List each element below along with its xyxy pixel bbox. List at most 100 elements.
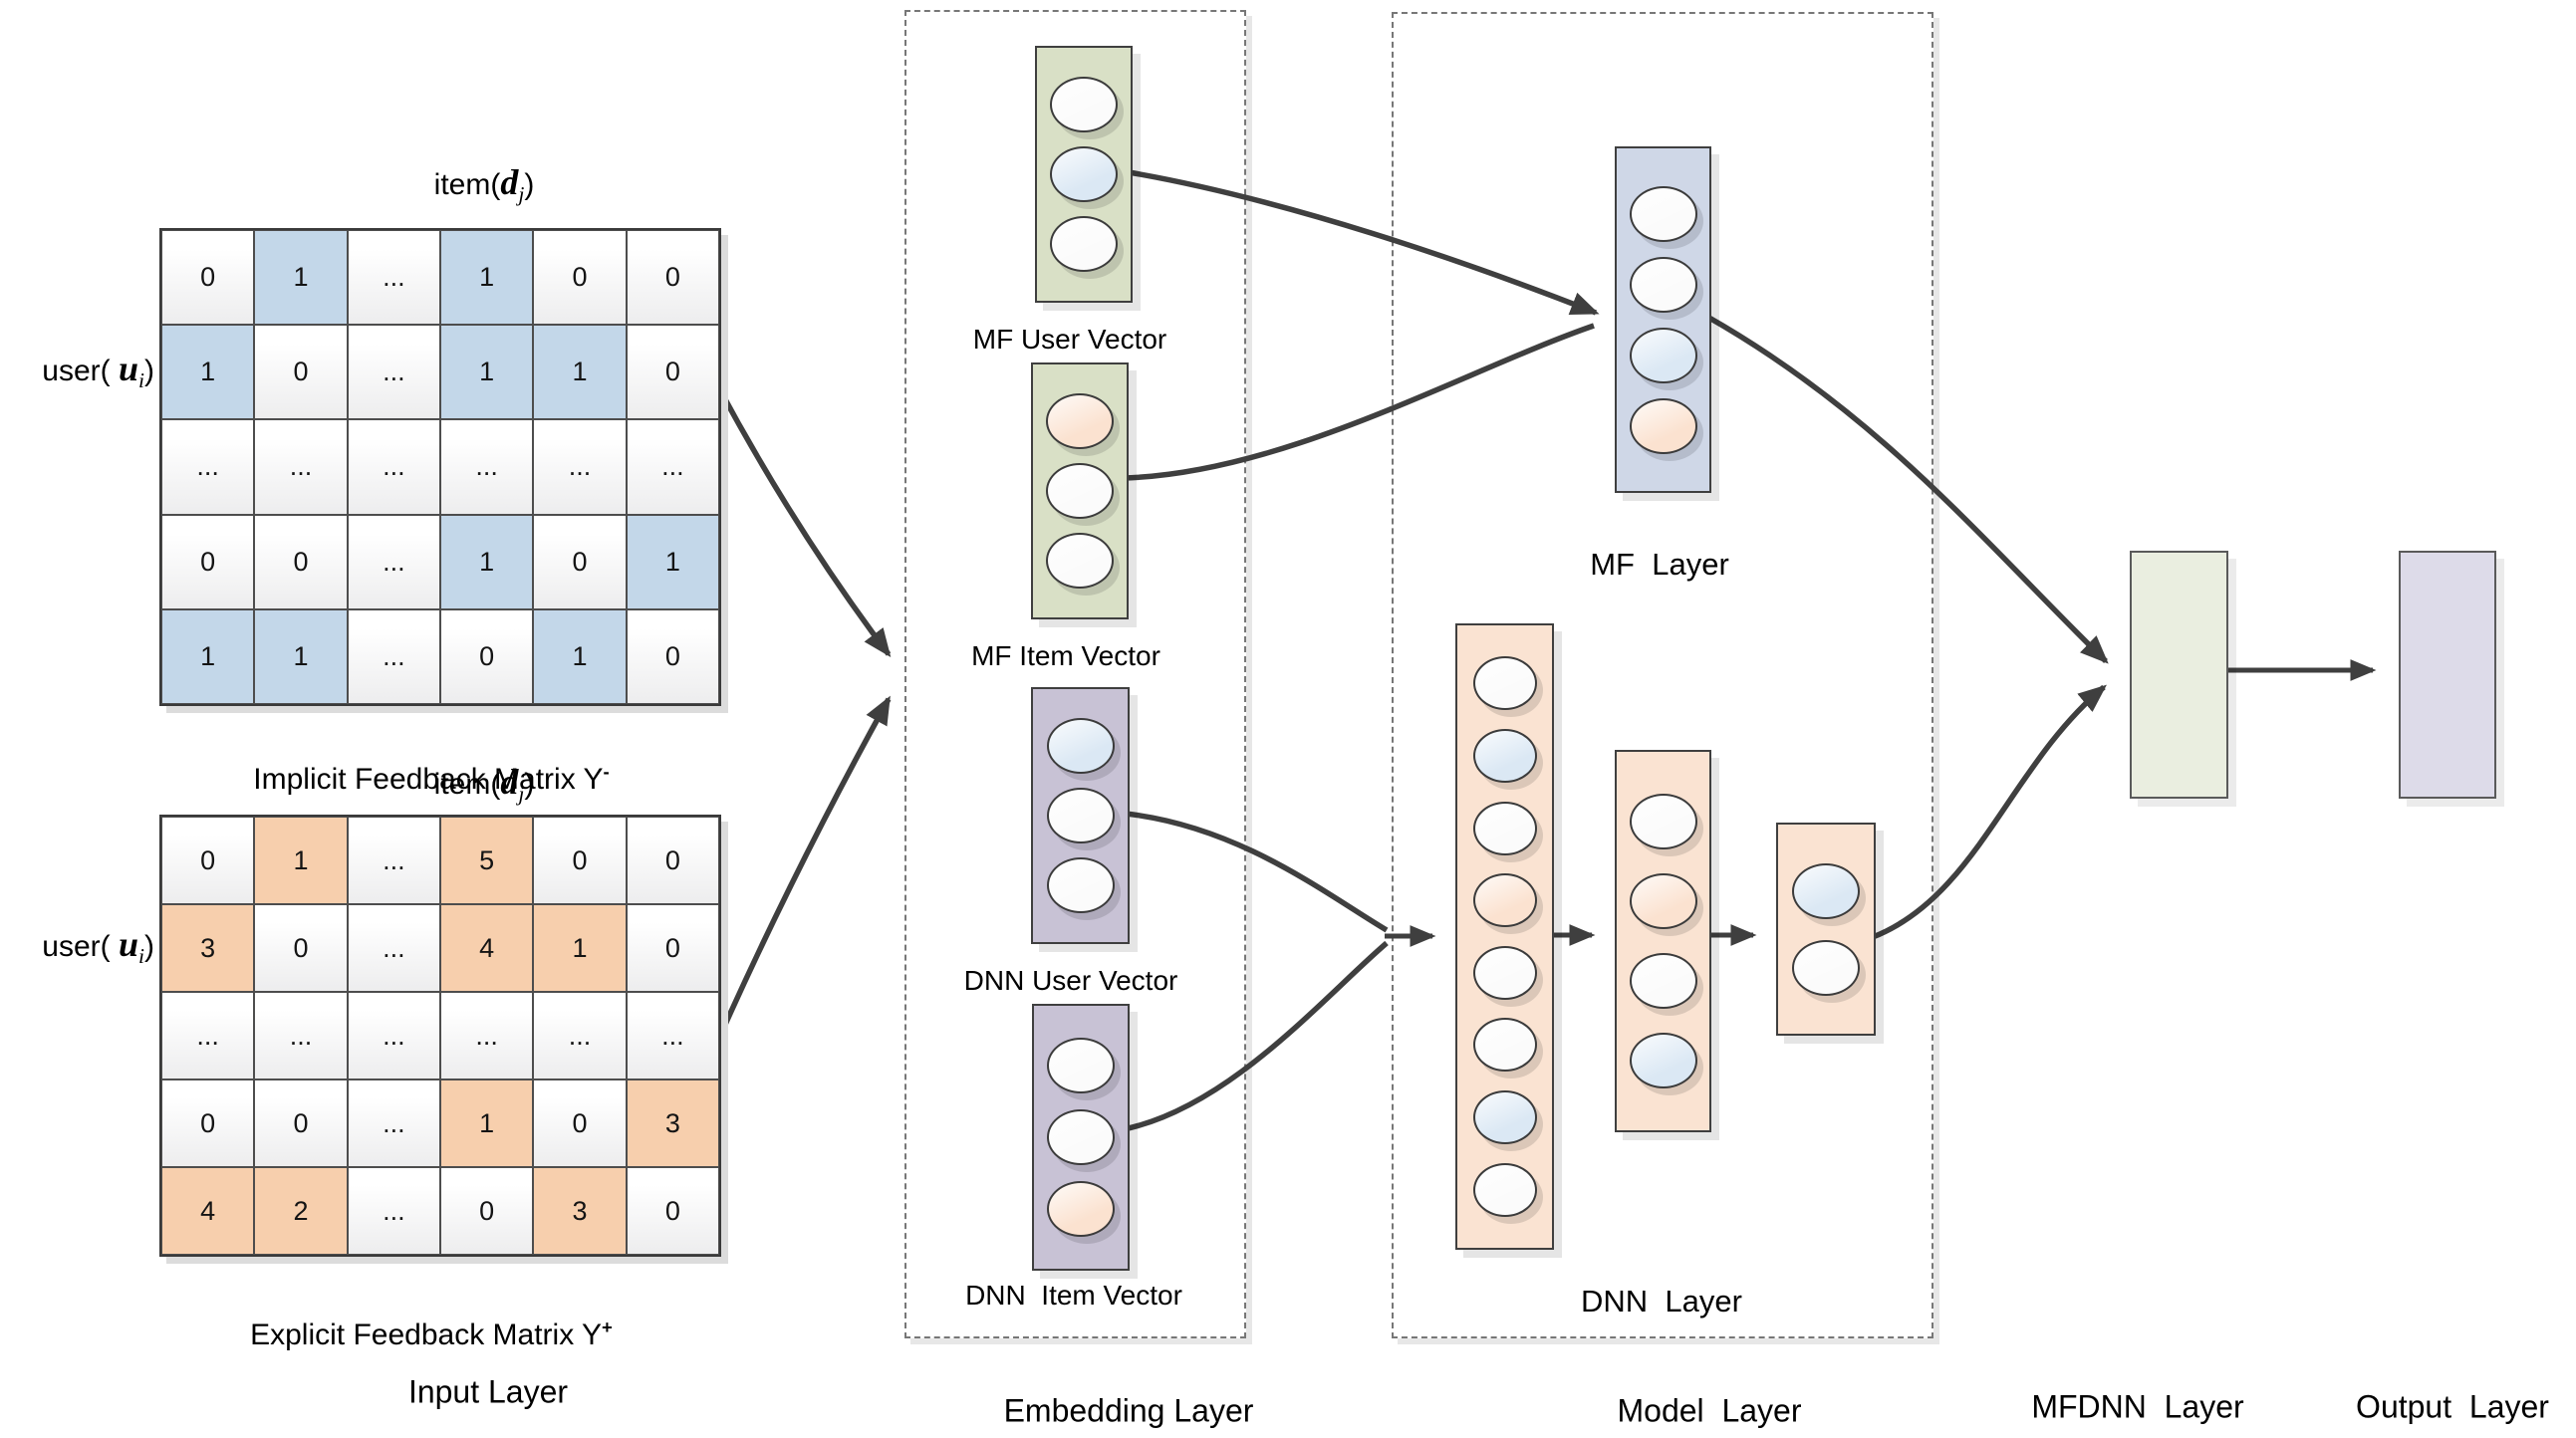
dnn-item-vector-label: DNN Item Vector bbox=[965, 1280, 1182, 1311]
matrix-cell: ... bbox=[161, 992, 255, 1079]
axis-text: ) bbox=[144, 930, 154, 963]
matrix-cell: ... bbox=[347, 608, 440, 704]
matrix-cell: 0 bbox=[626, 325, 719, 420]
neuron-white bbox=[1629, 953, 1697, 1009]
axis-subscript: i bbox=[138, 368, 144, 392]
neuron-white bbox=[1046, 788, 1115, 843]
matrix-cell: ... bbox=[347, 1167, 440, 1255]
mf-layer-label: MF Layer bbox=[1590, 547, 1729, 582]
neuron-peach bbox=[1472, 873, 1537, 928]
model-layer-region bbox=[1392, 12, 1933, 1338]
neuron-blue bbox=[1046, 718, 1115, 774]
dnn-user-vector-box bbox=[1031, 687, 1130, 944]
neuron-white bbox=[1050, 77, 1118, 132]
neuron-white bbox=[1050, 216, 1118, 272]
matrix-cell: ... bbox=[533, 419, 627, 515]
matrix-cell: ... bbox=[440, 992, 534, 1079]
matrix-cell: 4 bbox=[440, 904, 534, 992]
mfdnn-layer-label: MFDNN Layer bbox=[2031, 1388, 2244, 1425]
dnn-hidden-layer-2 bbox=[1615, 750, 1711, 1132]
explicit-feedback-matrix-item-axis-label: item(dj) bbox=[434, 761, 535, 807]
neuron-white bbox=[1046, 463, 1114, 519]
axis-variable: d bbox=[500, 162, 519, 202]
neuron-blue bbox=[1050, 146, 1118, 202]
neuron-peach bbox=[1047, 1181, 1115, 1237]
caption-superscript: + bbox=[602, 1317, 613, 1337]
matrix-cell: ... bbox=[626, 992, 719, 1079]
neuron-white bbox=[1472, 1162, 1537, 1217]
matrix-cell: 4 bbox=[161, 1167, 255, 1255]
axis-subscript: i bbox=[138, 944, 144, 968]
mf-item-vector-label: MF Item Vector bbox=[971, 640, 1160, 671]
axis-text: item( bbox=[433, 768, 501, 801]
matrix-cell: ... bbox=[347, 325, 440, 420]
dnn-item-vector-box bbox=[1032, 1004, 1130, 1271]
neuron-white bbox=[1629, 794, 1697, 849]
neuron-white bbox=[1472, 801, 1537, 855]
axis-text: user( bbox=[42, 355, 119, 387]
matrix-cell: ... bbox=[347, 514, 440, 609]
matrix-cell: 0 bbox=[254, 514, 348, 609]
neuron-peach bbox=[1046, 393, 1114, 449]
matrix-cell: ... bbox=[440, 419, 534, 515]
neuron-white bbox=[1472, 656, 1537, 711]
mf-user-vector-label: MF User Vector bbox=[972, 324, 1167, 355]
matrix-cell: ... bbox=[347, 904, 440, 992]
neuron-peach bbox=[1629, 873, 1697, 929]
matrix-cell: 1 bbox=[254, 608, 348, 704]
embedding-layer-region bbox=[904, 10, 1246, 1338]
neuron-white bbox=[1629, 185, 1697, 242]
caption-superscript: - bbox=[603, 761, 610, 782]
neuron-white bbox=[1047, 1038, 1115, 1093]
mf-user-vector-box bbox=[1035, 46, 1133, 303]
matrix-cell: 5 bbox=[440, 817, 534, 904]
matrix-cell: ... bbox=[347, 419, 440, 515]
matrix-cell: 0 bbox=[626, 817, 719, 904]
input-layer-label: Input Layer bbox=[407, 1373, 569, 1410]
matrix-cell: 0 bbox=[626, 904, 719, 992]
matrix-cell: 0 bbox=[254, 1079, 348, 1167]
neuron-blue bbox=[1472, 728, 1537, 783]
matrix-cell: 1 bbox=[161, 608, 255, 704]
dnn-user-vector-label: DNN User Vector bbox=[963, 965, 1178, 996]
axis-subscript: j bbox=[518, 182, 525, 206]
matrix-cell: ... bbox=[254, 992, 348, 1079]
matrix-cell: 2 bbox=[254, 1167, 348, 1255]
matrix-cell: ... bbox=[347, 817, 440, 904]
matrix-cell: 1 bbox=[440, 230, 534, 326]
matrix-cell: 0 bbox=[161, 817, 255, 904]
embedding-layer-label: Embedding Layer bbox=[1003, 1392, 1254, 1429]
neuron-white bbox=[1792, 939, 1860, 996]
mfdnn-layer-box bbox=[2130, 551, 2228, 799]
implicit-feedback-matrix-user-axis-label: user( ui) bbox=[42, 348, 154, 393]
axis-text: ) bbox=[524, 168, 535, 201]
axis-variable: u bbox=[118, 924, 138, 964]
matrix-cell: 1 bbox=[533, 325, 627, 420]
matrix-cell: 1 bbox=[440, 1079, 534, 1167]
edge-explicit-to-embedding bbox=[717, 695, 892, 1038]
neuron-blue bbox=[1792, 862, 1860, 919]
explicit-feedback-matrix-caption: Explicit Feedback Matrix Y+ bbox=[250, 1317, 613, 1352]
axis-variable: d bbox=[500, 762, 519, 802]
neuron-white bbox=[1046, 533, 1114, 589]
output-layer-box bbox=[2399, 551, 2496, 799]
matrix-cell: ... bbox=[347, 992, 440, 1079]
model-layer-label: Model Layer bbox=[1617, 1392, 1802, 1429]
matrix-cell: 3 bbox=[161, 904, 255, 992]
matrix-cell: 0 bbox=[533, 817, 627, 904]
caption-text: Explicit Feedback Matrix Y bbox=[250, 1318, 603, 1351]
neuron-blue bbox=[1629, 1033, 1697, 1088]
matrix-cell: ... bbox=[347, 1079, 440, 1167]
neuron-white bbox=[1629, 256, 1697, 313]
matrix-cell: 1 bbox=[533, 904, 627, 992]
matrix-cell: 0 bbox=[533, 1079, 627, 1167]
matrix-cell: 1 bbox=[161, 325, 255, 420]
matrix-cell: 0 bbox=[626, 1167, 719, 1255]
axis-subscript: j bbox=[518, 782, 525, 806]
matrix-cell: 1 bbox=[533, 608, 627, 704]
mf-item-vector-box bbox=[1031, 362, 1129, 619]
matrix-cell: 0 bbox=[533, 230, 627, 326]
matrix-cell: 0 bbox=[161, 514, 255, 609]
